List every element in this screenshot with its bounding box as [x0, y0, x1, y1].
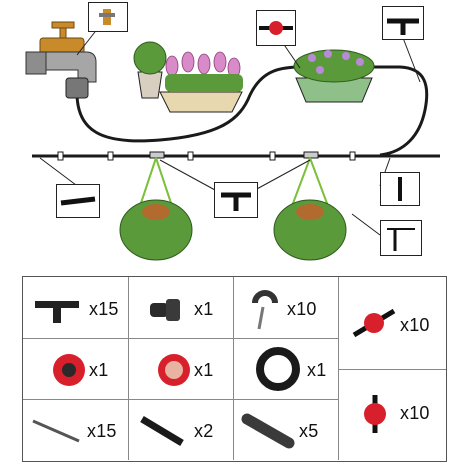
part-micro-tube: x5 [233, 399, 338, 460]
tee-icon [387, 18, 419, 35]
inset-micro-tube [380, 172, 420, 206]
inset-stake [380, 220, 422, 256]
barbed-coupler-icon [140, 415, 184, 447]
irrigation-diagram [25, 21, 440, 261]
part-filter-washer: x1 [128, 338, 233, 399]
inset-inline-dripper [256, 10, 296, 46]
inset-tee-middle [214, 182, 258, 218]
tap-adapter-icon [99, 9, 115, 25]
hose-clip-qty: x10 [287, 299, 317, 319]
part-end-cap: x1 [128, 277, 233, 338]
part-dripper-emitter: x10 [338, 369, 446, 460]
filter-washer-qty: x1 [194, 360, 214, 380]
drip-stake-icon [32, 419, 80, 443]
tap-adapter-red-icon [53, 354, 85, 386]
stake-icon [387, 228, 415, 251]
planter-flowers [133, 41, 243, 113]
drip-stake-qty: x15 [87, 421, 117, 441]
micro-tube-icon [398, 177, 402, 201]
hanging-plant-right [273, 157, 347, 261]
planter-right [293, 49, 375, 103]
inline-dripper-qty: x10 [400, 315, 430, 335]
inline-dripper-icon [259, 21, 293, 35]
inset-tap-adapter [88, 2, 128, 32]
inset-coupler [56, 184, 100, 218]
part-tap-adapter: x1 [23, 338, 128, 399]
tee-connector-qty: x15 [89, 299, 119, 319]
micro-tube-part-icon [241, 413, 295, 449]
part-hose-clip: x10 [233, 277, 338, 338]
dripper-emitter-qty: x10 [400, 403, 430, 423]
tee-icon-2 [221, 192, 251, 211]
inline-dripper-part-icon [352, 308, 396, 338]
tubing-coil-qty: x1 [307, 360, 327, 380]
barbed-coupler-qty: x2 [194, 421, 214, 441]
hanging-plant-left [119, 157, 193, 261]
tap-adapter-qty: x1 [89, 360, 109, 380]
hose-clip-icon [252, 290, 278, 330]
end-cap-icon [150, 299, 180, 321]
faucet [25, 21, 97, 99]
end-cap-qty: x1 [194, 299, 214, 319]
coupler-icon [60, 196, 96, 206]
main-hose [75, 65, 429, 157]
part-tubing-coil: x1 [233, 338, 338, 399]
part-inline-dripper: x10 [338, 277, 446, 369]
parts-grid: x15 x1 x10 x10 x1 x1 x1 x10 [22, 276, 447, 462]
tubing-coil-icon [256, 347, 300, 391]
part-tee-connector: x15 [23, 277, 128, 338]
dripper-emitter-icon [364, 395, 386, 433]
micro-tube-qty: x5 [299, 421, 319, 441]
tee-connector-icon [35, 301, 79, 323]
inset-tee-top [382, 6, 424, 40]
filter-washer-icon [158, 354, 190, 386]
part-drip-stake: x15 [23, 399, 128, 460]
part-barbed-coupler: x2 [128, 399, 233, 460]
